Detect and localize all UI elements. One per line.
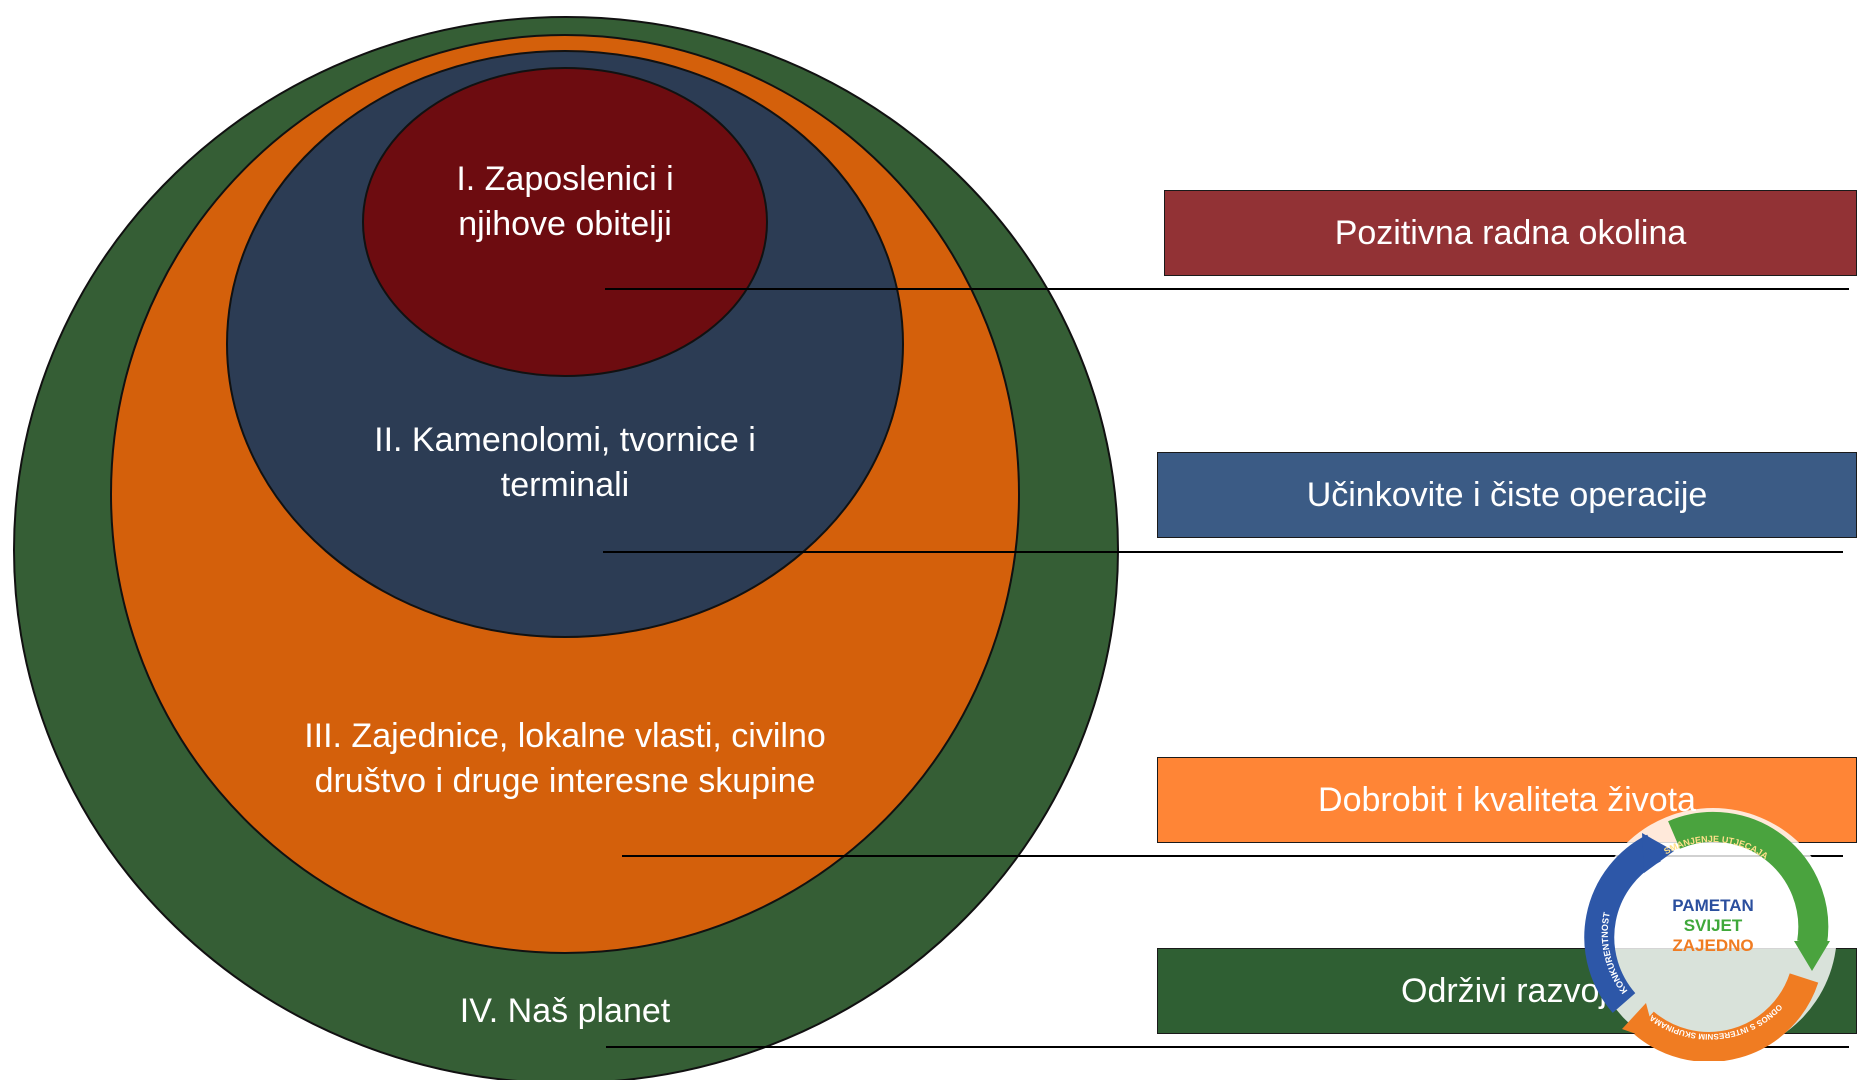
label-our-planet: IV. Naš planet [459, 992, 671, 1030]
smart-world-together-logo: SMANJENJE UTJECAJA KONKURENTNOST ODNOS S… [1584, 808, 1837, 1061]
box-positive-work-environment: Pozitivna radna okolina [1164, 190, 1857, 276]
logo-center-line-2: SVIJET [1684, 916, 1743, 935]
logo-arrow-green [1794, 941, 1830, 971]
logo-center-line-1: PAMETAN [1672, 896, 1754, 915]
logo-center-line-3: ZAJEDNO [1672, 936, 1753, 955]
label-operations: II. Kamenolomi, tvornice i terminali [374, 421, 756, 504]
box-label: Pozitivna radna okolina [1334, 213, 1687, 252]
logo-arrow-orange [1622, 1003, 1656, 1041]
label-communities: III. Zajednice, lokalne vlasti, civilno … [304, 717, 826, 800]
logo-arc-green [1668, 811, 1829, 946]
logo-arrow-blue [1642, 833, 1674, 873]
box-label: Održivi razvoj [1401, 971, 1607, 1010]
box-label: Dobrobit i kvaliteta života [1318, 780, 1696, 819]
box-wellbeing-quality-of-life: Dobrobit i kvaliteta života [1157, 757, 1857, 843]
logo-arc-orange [1634, 972, 1819, 1061]
label-employees: I. Zaposlenici i njihove obitelji [456, 160, 674, 243]
circle-employees [362, 67, 768, 377]
logo-arc-blue [1584, 834, 1662, 1013]
box-efficient-clean-operations: Učinkovite i čiste operacije [1157, 452, 1857, 538]
box-label: Učinkovite i čiste operacije [1306, 475, 1708, 514]
logo-backdrop [1589, 808, 1837, 1056]
